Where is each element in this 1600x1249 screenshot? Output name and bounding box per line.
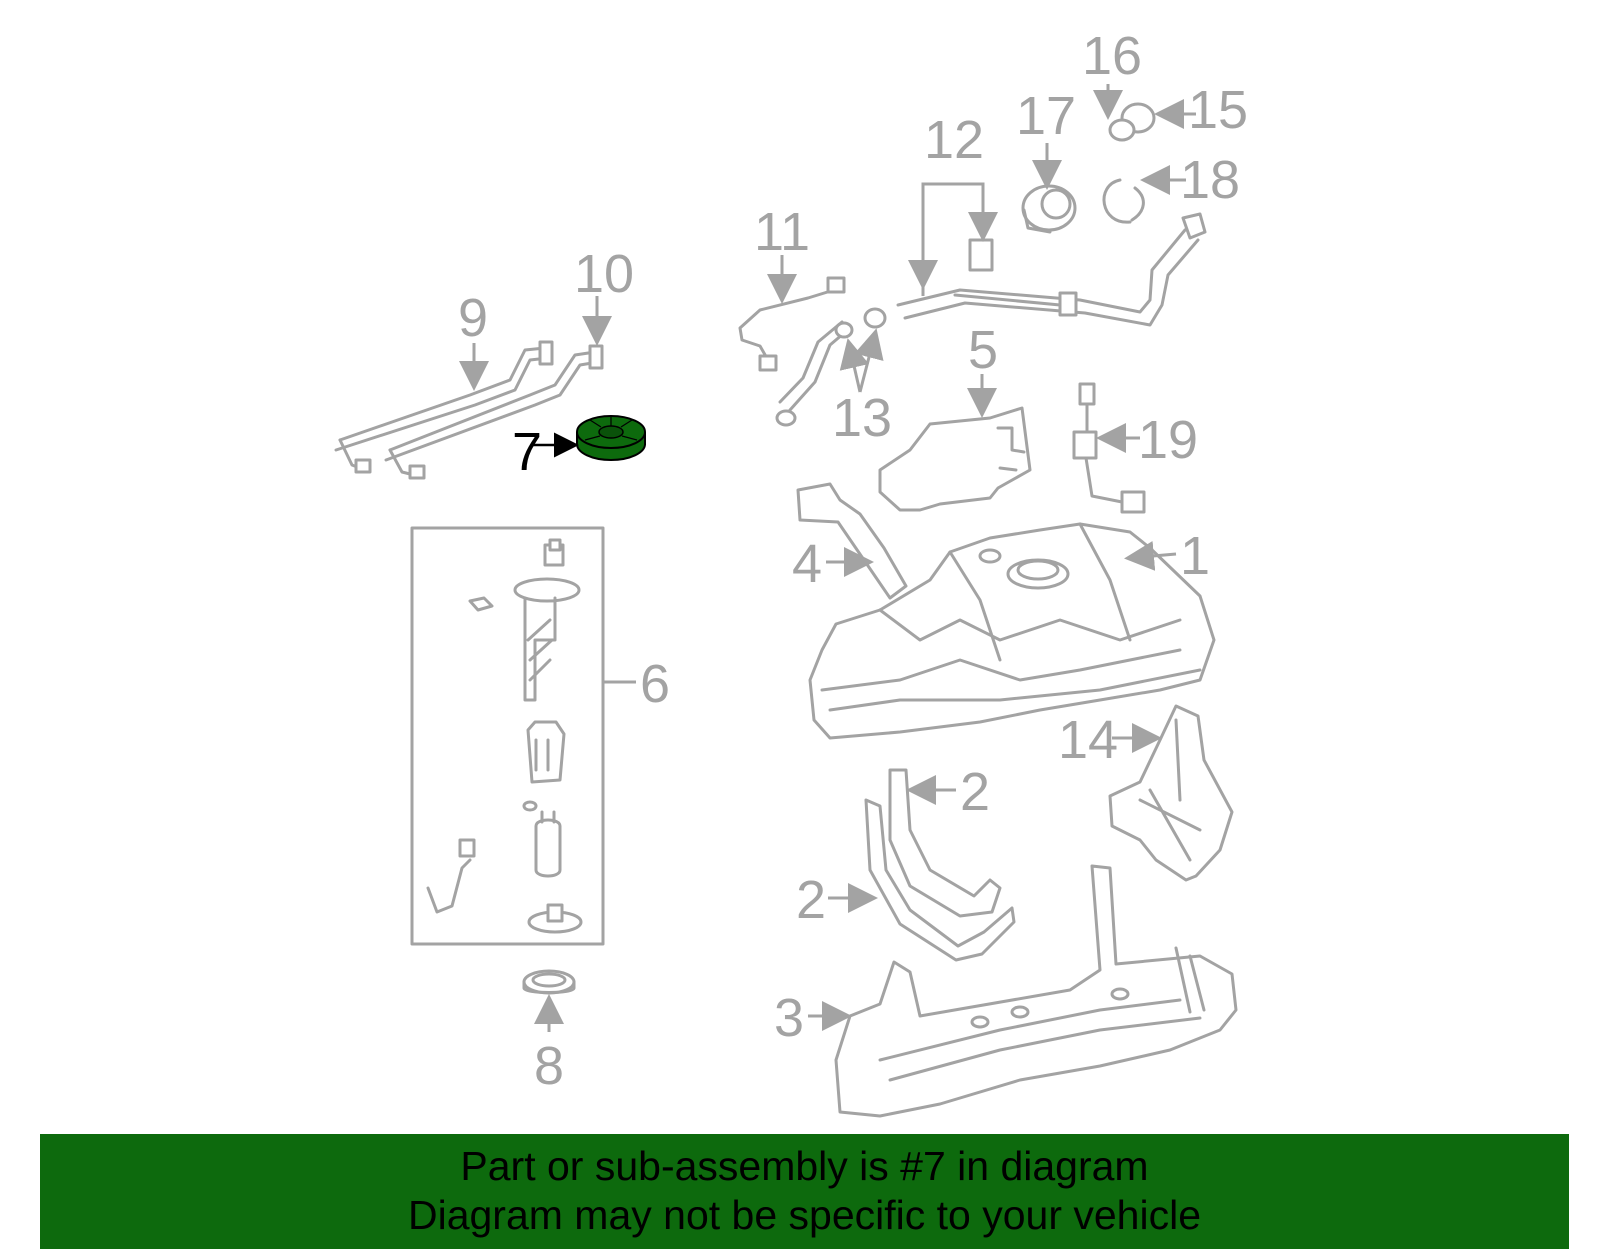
part-8-seal-ring [522,969,576,995]
part-13-hose [775,307,887,427]
callout-7[interactable]: 7 [512,422,542,482]
callout-16: 16 [1082,26,1142,86]
callout-10: 10 [574,244,634,304]
banner-line-2: Diagram may not be specific to your vehi… [407,1192,1201,1238]
banner-line-1: Part or sub-assembly is #7 in diagram [460,1143,1149,1189]
part-18-clip [1102,178,1145,224]
callout-6: 6 [640,654,670,714]
callout-19: 19 [1138,410,1198,470]
callout-5: 5 [968,320,998,380]
part-19-sender [1072,382,1146,514]
part-5-heat-shield [878,406,1032,512]
callout-12: 12 [924,110,984,170]
callout-14: 14 [1058,710,1118,770]
callout-15: 15 [1188,80,1248,140]
part-9-fuel-lines [334,340,604,480]
part-17-cap [1021,184,1077,234]
part-6-fuel-pump-assembly [410,526,605,946]
callout-13: 13 [832,388,892,448]
part-11-sensor [738,276,846,372]
part-2-straps [864,768,1016,962]
callout-8: 8 [534,1036,564,1096]
callout-17: 17 [1016,86,1076,146]
part-3-skid-plate [834,864,1238,1118]
part-4-bracket [796,482,908,600]
callout-labels: 1 2 2 3 4 5 6 7 8 9 10 11 12 13 14 15 16… [458,26,1248,1096]
callout-2-lower: 2 [796,870,826,930]
callout-1: 1 [1180,526,1210,586]
callout-11: 11 [754,202,810,262]
part-7-highlighted[interactable] [576,415,646,461]
callout-3: 3 [774,988,804,1048]
part-15-16-cap-fittings [1108,102,1156,142]
callout-leaders [459,84,1196,1032]
callout-2-upper: 2 [960,762,990,822]
callout-4: 4 [792,534,822,594]
part-1-fuel-tank [808,522,1216,740]
callout-18: 18 [1180,150,1240,210]
part-14-shield [1108,704,1234,882]
callout-9: 9 [458,288,488,348]
info-banner: Part or sub-assembly is #7 in diagram Di… [40,1134,1569,1249]
